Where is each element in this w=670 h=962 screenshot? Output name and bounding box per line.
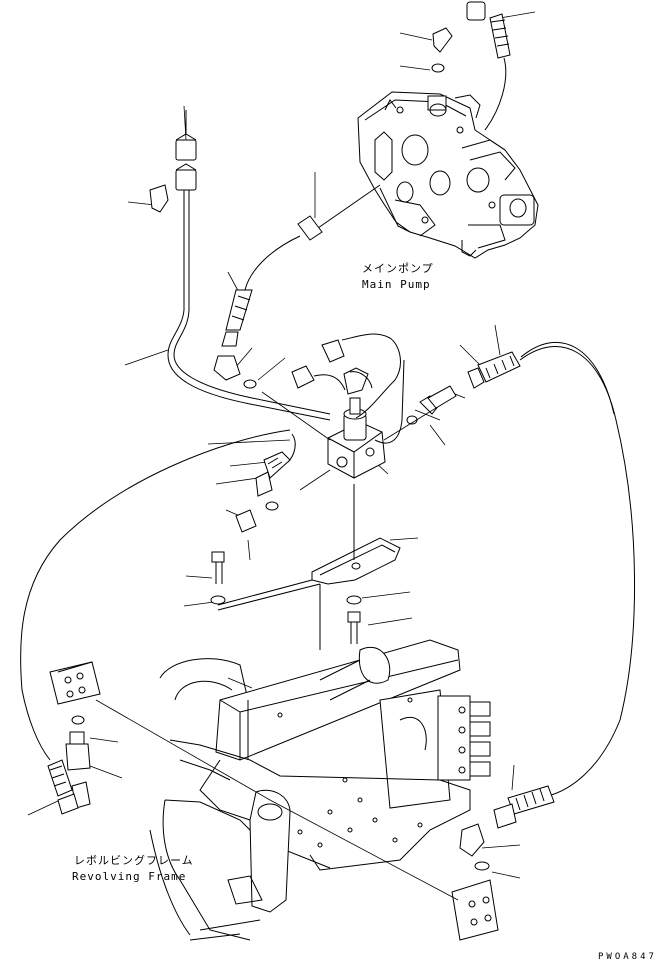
- drawing-code: PWOA847: [598, 952, 657, 962]
- lower-left-parts: [47, 661, 101, 815]
- phantom-lines: [95, 391, 459, 901]
- revolving-frame-label-en: Revolving Frame: [72, 870, 186, 883]
- long-hose-left: [20, 429, 296, 761]
- bracket-and-bolts: [210, 484, 401, 650]
- revolving-frame-label-jp: レボルビングフレーム: [74, 853, 194, 867]
- main-pump: [357, 91, 539, 259]
- lower-right-parts: [451, 785, 555, 941]
- pilot-pipe-left: [149, 110, 331, 421]
- long-hose-right: [519, 346, 635, 797]
- hose-pump-left: [213, 184, 381, 389]
- hose-shadow: [520, 341, 615, 415]
- main-pump-label-en: Main Pump: [362, 278, 431, 291]
- fittings-right-of-valve: [406, 351, 521, 425]
- main-pump-label-jp: メインポンプ: [362, 262, 434, 275]
- pump-top-fittings: [431, 1, 511, 131]
- solenoid-valve: [291, 333, 405, 479]
- revolving-frame: [149, 639, 491, 941]
